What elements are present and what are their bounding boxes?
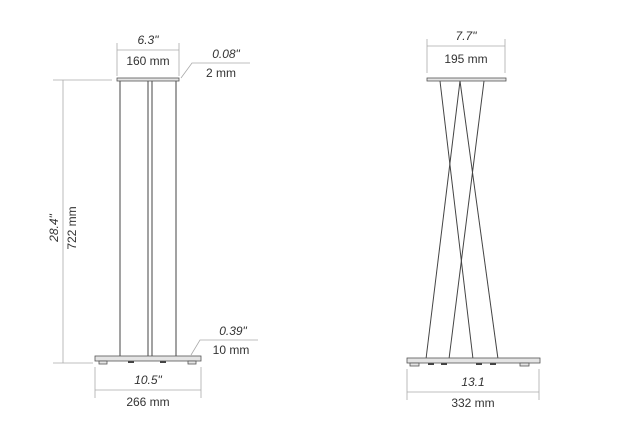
right-top-width-mm: 195 mm xyxy=(444,52,487,66)
left-top-width-mm: 160 mm xyxy=(126,54,169,68)
base-thickness-mm: 10 mm xyxy=(213,343,250,357)
left-top-width-inches: 6.3" xyxy=(138,33,160,47)
right-base-width-mm: 332 mm xyxy=(451,396,494,410)
right-base-plate xyxy=(406,357,541,364)
left-top-thickness-mm: 2 mm xyxy=(206,66,236,80)
right-stand-side-view xyxy=(406,77,541,367)
left-base-width-mm: 266 mm xyxy=(126,395,169,409)
right-top-width-inches: 7.7" xyxy=(456,29,478,43)
right-base-width-inches: 13.1 xyxy=(461,375,484,389)
left-base-width-inches: 10.5" xyxy=(134,373,162,387)
left-stand-front-view xyxy=(94,77,202,365)
right-top-plate xyxy=(426,77,507,82)
left-base-plate xyxy=(94,355,202,362)
height-mm: 722 mm xyxy=(65,206,79,249)
left-top-thickness-inches: 0.08" xyxy=(212,47,240,61)
left-top-plate xyxy=(116,77,180,82)
base-thickness-inches: 0.39" xyxy=(219,324,247,338)
height-inches: 28.4" xyxy=(47,213,61,242)
